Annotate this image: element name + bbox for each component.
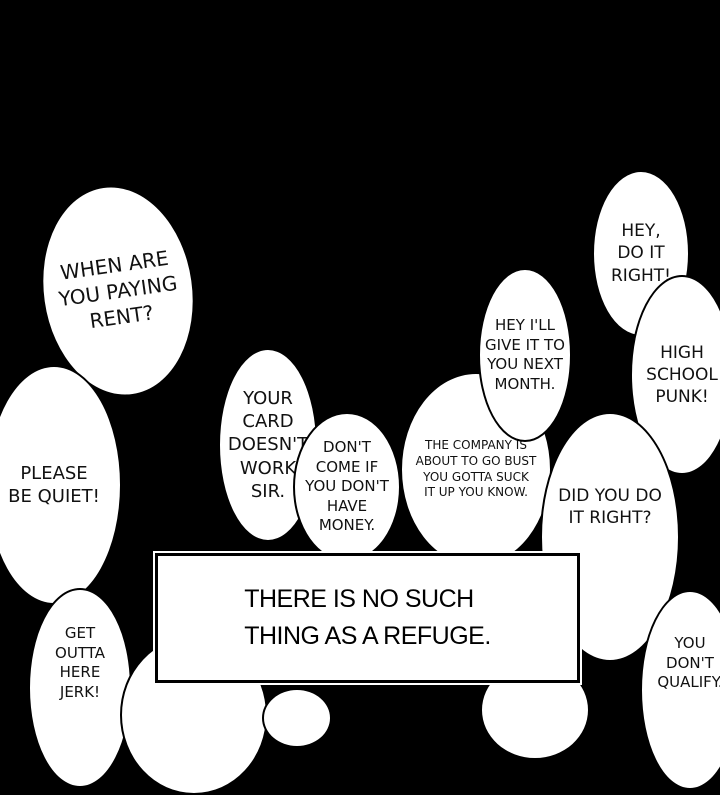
bubble-text: WHEN ARE YOU PAYING RENT? [57,245,179,334]
empty-bubble [262,688,332,748]
speech-bubble-next-month: HEY I'LL GIVE IT TO YOU NEXT MONTH. [478,268,572,442]
speech-bubble-do-it-right: HEY, DO IT RIGHT! [592,170,690,337]
bubble-text: YOUR CARD DOESN'T WORK SIR. [227,387,309,503]
narration-caption-box: THERE IS NO SUCH THING AS A REFUGE. [155,553,580,683]
speech-bubble-get-outta: GET OUTTA HERE JERK! [28,588,132,788]
bubble-text: HEY, DO IT RIGHT! [611,221,671,286]
caption-text: THERE IS NO SUCH THING AS A REFUGE. [244,584,491,651]
bubble-text: HEY I'LL GIVE IT TO YOU NEXT MONTH. [485,316,565,393]
bubble-text: GET OUTTA HERE JERK! [55,624,105,701]
speech-bubble-quiet: PLEASE BE QUIET! [0,365,122,605]
bubble-text: THE COMPANY IS ABOUT TO GO BUST YOU GOTT… [415,438,537,500]
bubble-text: DON'T COME IF YOU DON'T HAVE MONEY. [305,438,389,535]
speech-bubble-money: DON'T COME IF YOU DON'T HAVE MONEY. [293,412,401,562]
bubble-text: PLEASE BE QUIET! [8,462,100,507]
bubble-text: HIGH SCHOOL PUNK! [646,342,718,408]
bubble-text: DID YOU DO IT RIGHT? [558,485,662,528]
bubble-text: YOU DON'T QUALIFY. [657,634,720,691]
